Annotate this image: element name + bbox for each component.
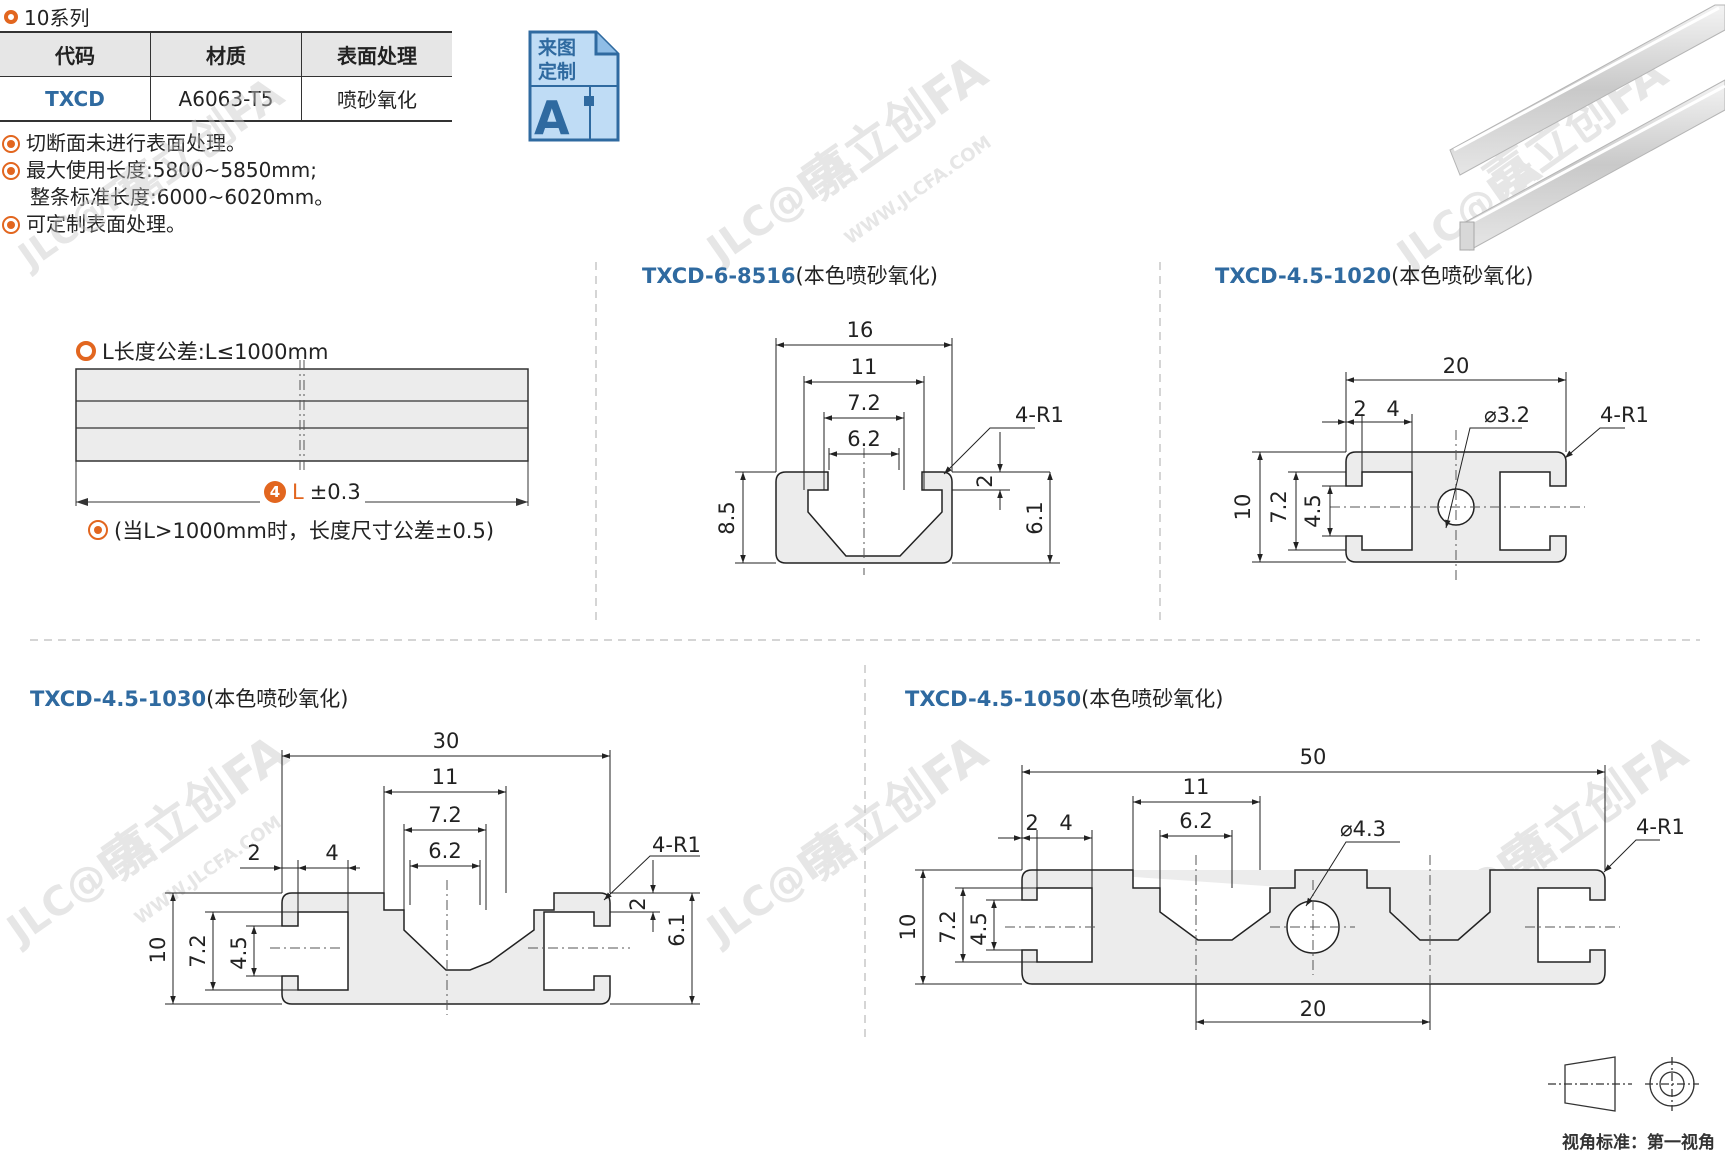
svg-text:4.5: 4.5 <box>227 936 251 969</box>
target-bullet-icon <box>2 161 20 180</box>
profile-header-1030: TXCD-4.5-1030(本色喷砂氧化) <box>30 687 349 711</box>
badge-line2: 定制 <box>538 60 576 83</box>
svg-text:4-R1: 4-R1 <box>1015 403 1064 427</box>
svg-text:6.2: 6.2 <box>847 427 880 451</box>
svg-text:7.2: 7.2 <box>847 391 880 415</box>
svg-text:4-R1: 4-R1 <box>652 833 701 857</box>
svg-text:6.1: 6.1 <box>665 913 689 946</box>
header-material: 材质 <box>150 31 302 77</box>
profile-header-1050: TXCD-4.5-1050(本色喷砂氧化) <box>905 687 1224 711</box>
svg-text:11: 11 <box>432 765 459 789</box>
profile-1030: 30 11 7.2 6.2 2 4 4-R1 2 6.1 10 7.2 4.5 <box>146 729 701 1015</box>
list-item: 切断面未进行表面处理。 <box>2 130 334 157</box>
svg-text:4.5: 4.5 <box>1301 494 1325 527</box>
svg-text:50: 50 <box>1300 745 1327 769</box>
cell-code: TXCD <box>0 76 151 122</box>
length-tolerance-label: L长度公差:L≤1000mm <box>76 336 328 366</box>
ring-bullet-icon <box>76 341 96 361</box>
profile-8516: 16 11 7.2 6.2 8.5 4-R1 2 6.1 <box>715 318 1064 575</box>
length-tolerance-note: (当L>1000mm时，长度尺寸公差±0.5) <box>88 515 494 545</box>
svg-text:4: 4 <box>325 841 338 865</box>
svg-text:8.5: 8.5 <box>715 501 739 534</box>
marker-badge: 4 <box>264 481 286 503</box>
target-bullet-icon <box>2 134 20 153</box>
svg-text:11: 11 <box>1183 775 1210 799</box>
length-dimension-label: 4 L±0.3 <box>260 480 365 504</box>
svg-text:7.2: 7.2 <box>428 803 461 827</box>
svg-text:16: 16 <box>847 318 874 342</box>
svg-text:4-R1: 4-R1 <box>1636 815 1685 839</box>
svg-text:⌀3.2: ⌀3.2 <box>1484 403 1530 427</box>
svg-text:4-R1: 4-R1 <box>1600 403 1649 427</box>
svg-text:2: 2 <box>247 841 260 865</box>
table-row: TXCD A6063-T5 喷砂氧化 <box>0 76 452 122</box>
svg-text:6.2: 6.2 <box>1179 809 1212 833</box>
list-item: 整条标准长度:6000~6020mm。 <box>30 185 335 209</box>
svg-text:11: 11 <box>851 355 878 379</box>
series-title: 10系列 <box>4 2 89 31</box>
svg-text:10: 10 <box>1231 494 1255 521</box>
svg-text:6.1: 6.1 <box>1023 501 1047 534</box>
svg-text:2: 2 <box>626 897 650 910</box>
svg-text:6.2: 6.2 <box>428 839 461 863</box>
series-title-text: 10系列 <box>24 6 90 30</box>
svg-text:20: 20 <box>1443 354 1470 378</box>
notes-list: 切断面未进行表面处理。 最大使用长度:5800~5850mm; 整条标准长度:6… <box>2 130 334 238</box>
custom-drawing-badge-icon: 来图 定制 A <box>528 30 620 144</box>
badge-letter: A <box>534 91 570 144</box>
svg-text:7.2: 7.2 <box>936 910 960 943</box>
extrusion-3d-illustration <box>1449 4 1725 251</box>
profile-header-1020: TXCD-4.5-1020(本色喷砂氧化) <box>1215 264 1534 288</box>
svg-text:2: 2 <box>1353 397 1366 421</box>
svg-text:7.2: 7.2 <box>1267 490 1291 523</box>
svg-text:⌀4.3: ⌀4.3 <box>1340 817 1386 841</box>
cell-material: A6063-T5 <box>150 76 302 122</box>
svg-text:10: 10 <box>146 937 170 964</box>
spec-table: 代码 材质 表面处理 TXCD A6063-T5 喷砂氧化 <box>0 31 452 122</box>
profile-header-8516: TXCD-6-8516(本色喷砂氧化) <box>642 264 938 288</box>
list-item: 最大使用长度:5800~5850mm; <box>2 157 334 184</box>
cell-finish: 喷砂氧化 <box>301 76 452 122</box>
badge-line1: 来图 <box>538 37 576 59</box>
profile-1050: 50 11 6.2 2 4 ⌀4.3 4-R1 10 7.2 4.5 20 <box>896 745 1685 1030</box>
svg-text:2: 2 <box>973 474 997 487</box>
svg-text:20: 20 <box>1300 997 1327 1021</box>
view-standard-label: 视角标准：第一视角 <box>1562 1133 1715 1153</box>
svg-text:4.5: 4.5 <box>967 912 991 945</box>
header-finish: 表面处理 <box>301 31 452 77</box>
first-angle-projection-icon <box>1548 1056 1699 1112</box>
ring-bullet-icon <box>4 9 18 24</box>
target-bullet-icon <box>2 215 20 234</box>
length-drawing <box>75 360 529 506</box>
svg-text:7.2: 7.2 <box>186 934 210 967</box>
svg-text:4: 4 <box>1059 811 1072 835</box>
target-bullet-icon <box>88 520 108 540</box>
svg-text:4: 4 <box>1386 397 1399 421</box>
svg-text:10: 10 <box>896 914 920 941</box>
svg-text:30: 30 <box>433 729 460 753</box>
svg-text:2: 2 <box>1025 811 1038 835</box>
profile-1020: 20 2 4 ⌀3.2 4-R1 10 7.2 4.5 <box>1231 354 1649 580</box>
list-item: 可定制表面处理。 <box>2 211 334 238</box>
header-code: 代码 <box>0 31 151 77</box>
